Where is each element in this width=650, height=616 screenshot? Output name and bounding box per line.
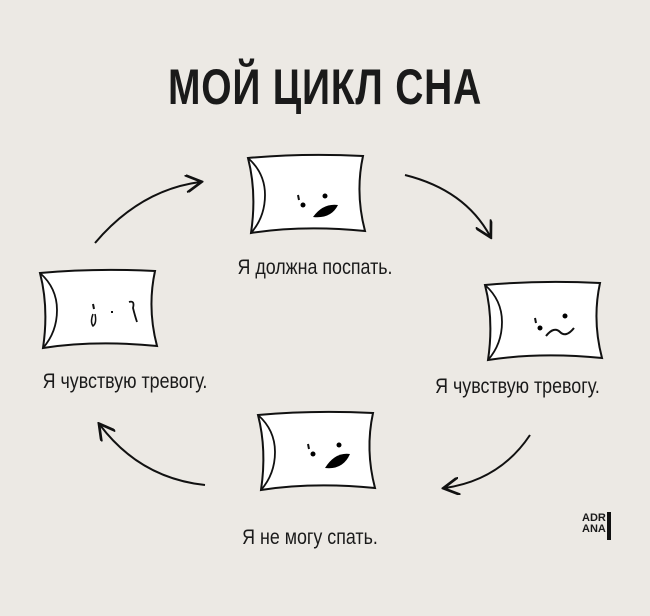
step-label-top: Я должна поспать. [237,256,393,279]
worried-face-icon [534,313,575,337]
signature-mark [607,512,611,540]
pillow-bottom [257,410,376,491]
pillow-top [247,153,366,234]
arrow-top-to-right [404,174,490,236]
step-label-bottom: Я не могу спать. [242,526,378,549]
signature-line-2: ANA [582,523,606,535]
crying-face-icon [90,300,138,328]
arrow-right-to-bottom [445,434,531,488]
signature-line-1: ADR [582,512,606,524]
pillow-right [484,280,603,361]
step-label-left: Я чувствую тревогу. [42,370,208,393]
step-label-right: Я чувствую тревогу. [435,375,600,398]
content-face-icon [297,193,338,218]
pillow-left [39,268,158,349]
comic-title: МОЙ ЦИКЛ СНА [167,59,483,115]
artist-signature: ADR ANA [582,513,606,535]
content-face-icon [307,442,350,469]
arrow-left-to-top [94,182,200,244]
arrow-bottom-to-left [100,425,206,486]
